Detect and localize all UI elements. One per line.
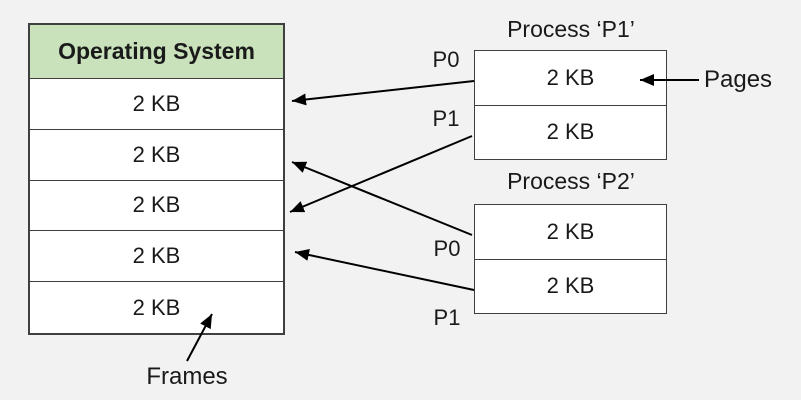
os-frame-row-4: 2 KB: [30, 231, 283, 283]
process-p1-title: Process ‘P1’: [507, 16, 635, 42]
os-frame-row-3: 2 KB: [30, 181, 283, 232]
process-p1-page-row-0: 2 KB: [546, 64, 595, 90]
process-p2-page-row-1: 2 KB: [475, 258, 666, 313]
arrow-p1-page0-to-frame1: [291, 80, 475, 106]
os-table-header: Operating System: [30, 25, 283, 79]
process-p1-page-row-1: 2 KB: [475, 104, 666, 159]
pages-annotation-label: Pages: [704, 66, 773, 93]
process-p2-page0-label: P0: [433, 236, 461, 261]
os-frame-row-5: 2 KB: [132, 294, 181, 320]
arrow-p1-page1-to-frame3: [289, 135, 473, 213]
process-p1-page0-label: P0: [432, 47, 460, 72]
arrow-p2-page0-to-frame2: [291, 161, 473, 236]
os-frame-row-1: 2 KB: [30, 79, 283, 130]
process-p1-page1-label: P1: [432, 106, 460, 131]
process-p2-page1-label: P1: [433, 305, 461, 330]
os-frame-row-2: 2 KB: [30, 130, 283, 181]
process-p2-page-row-0: 2 KB: [546, 218, 595, 244]
process-p1-pages-box: 2 KB 2 KB: [474, 50, 667, 160]
os-frames-table: Operating System 2 KB 2 KB 2 KB 2 KB 2 K…: [28, 23, 285, 335]
frames-annotation-label: Frames: [146, 363, 228, 390]
process-p2-title: Process ‘P2’: [507, 168, 635, 194]
process-p2-pages-box: 2 KB 2 KB: [474, 204, 667, 314]
